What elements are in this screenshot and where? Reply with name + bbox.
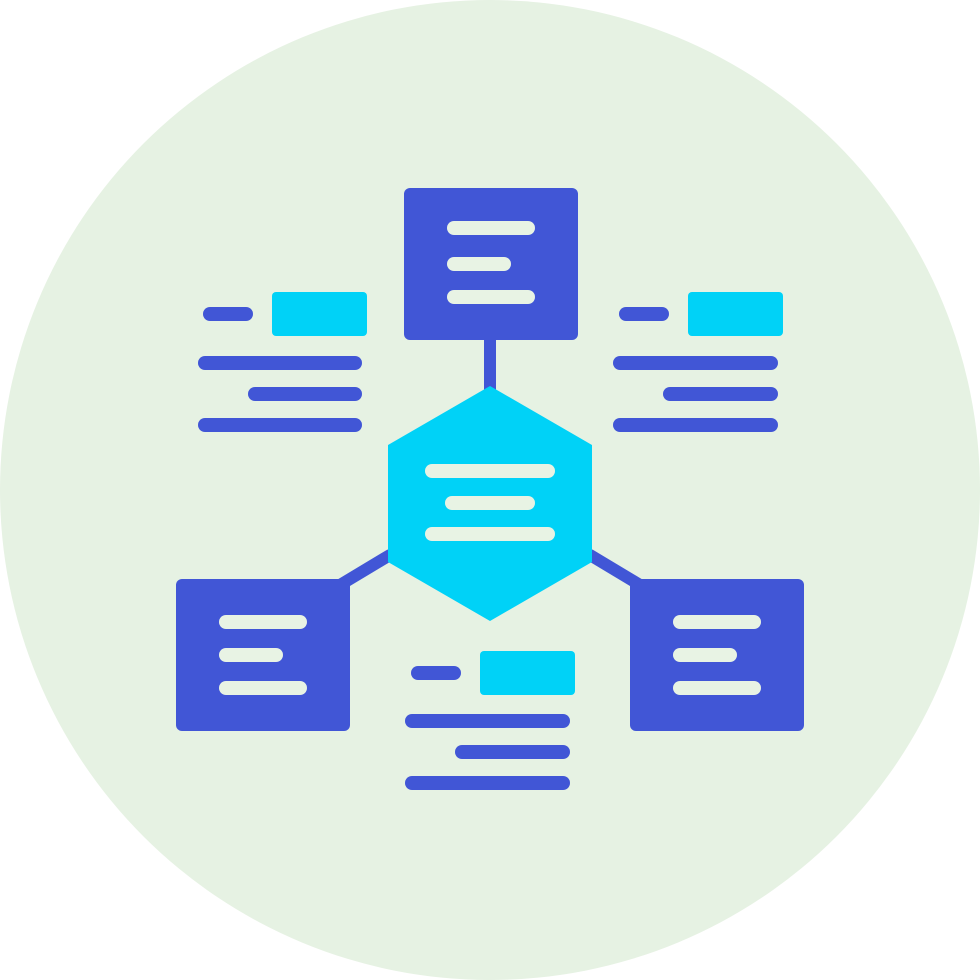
bottom-left-node	[176, 579, 350, 731]
connector-lines	[334, 334, 646, 591]
hexagon-node	[388, 386, 592, 621]
bottom-label-block	[405, 651, 575, 790]
left-label-block	[198, 292, 367, 432]
connector-bottom-right	[584, 549, 646, 591]
top-node	[404, 188, 578, 340]
connector-bottom-left	[334, 549, 396, 591]
right-label-block	[613, 292, 783, 432]
right-label-tag	[688, 292, 783, 336]
bottom-right-node	[630, 579, 804, 731]
bottom-label-tag	[480, 651, 575, 695]
left-label-tag	[272, 292, 367, 336]
